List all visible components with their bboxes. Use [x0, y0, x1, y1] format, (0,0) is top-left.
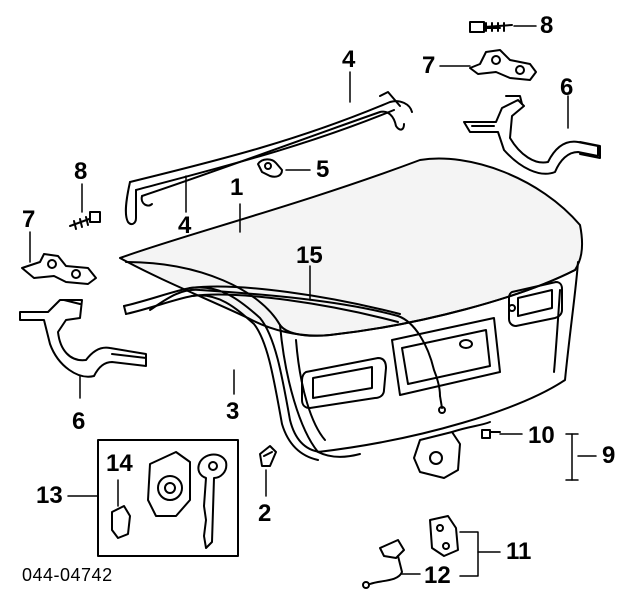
latch-assembly	[413, 421, 501, 479]
callout-6-right: 6	[560, 74, 574, 101]
callout-4-mid: 4	[178, 212, 192, 239]
hinge-bracket-left	[21, 253, 97, 285]
lock-cylinder-set	[97, 439, 239, 557]
callout-13: 13	[36, 482, 63, 509]
callout-14: 14	[106, 450, 133, 477]
hinge-right	[463, 95, 601, 175]
callout-8-right: 8	[540, 12, 554, 39]
bolt-left	[69, 211, 101, 230]
trunk-lid	[119, 157, 584, 458]
release-cable	[149, 288, 446, 414]
callout-2: 2	[258, 500, 272, 527]
callout-15: 15	[296, 242, 323, 269]
callout-10: 10	[528, 422, 555, 449]
torsion-bar-clip	[257, 158, 283, 178]
callout-1: 1	[230, 174, 244, 201]
striker	[429, 515, 459, 557]
callout-7-left: 7	[22, 206, 36, 233]
bolt-right	[469, 21, 513, 33]
callout-6-left: 6	[72, 408, 86, 435]
lid-clip	[259, 445, 277, 467]
callout-8-left: 8	[74, 158, 88, 185]
callout-5: 5	[316, 156, 330, 183]
callout-11: 11	[506, 538, 532, 565]
opener-switch	[362, 539, 405, 589]
leader-lines	[29, 25, 597, 577]
callout-4-top: 4	[342, 46, 356, 73]
weatherstrip	[123, 285, 401, 461]
hinge-left	[19, 299, 147, 378]
figure-code: 044-04742	[22, 565, 113, 585]
callout-12: 12	[424, 562, 451, 589]
callout-3: 3	[226, 398, 240, 425]
callout-7-right: 7	[422, 52, 436, 79]
callout-9: 9	[602, 442, 616, 469]
hinge-bracket-right	[469, 27, 537, 81]
torsion-bar	[124, 91, 413, 226]
